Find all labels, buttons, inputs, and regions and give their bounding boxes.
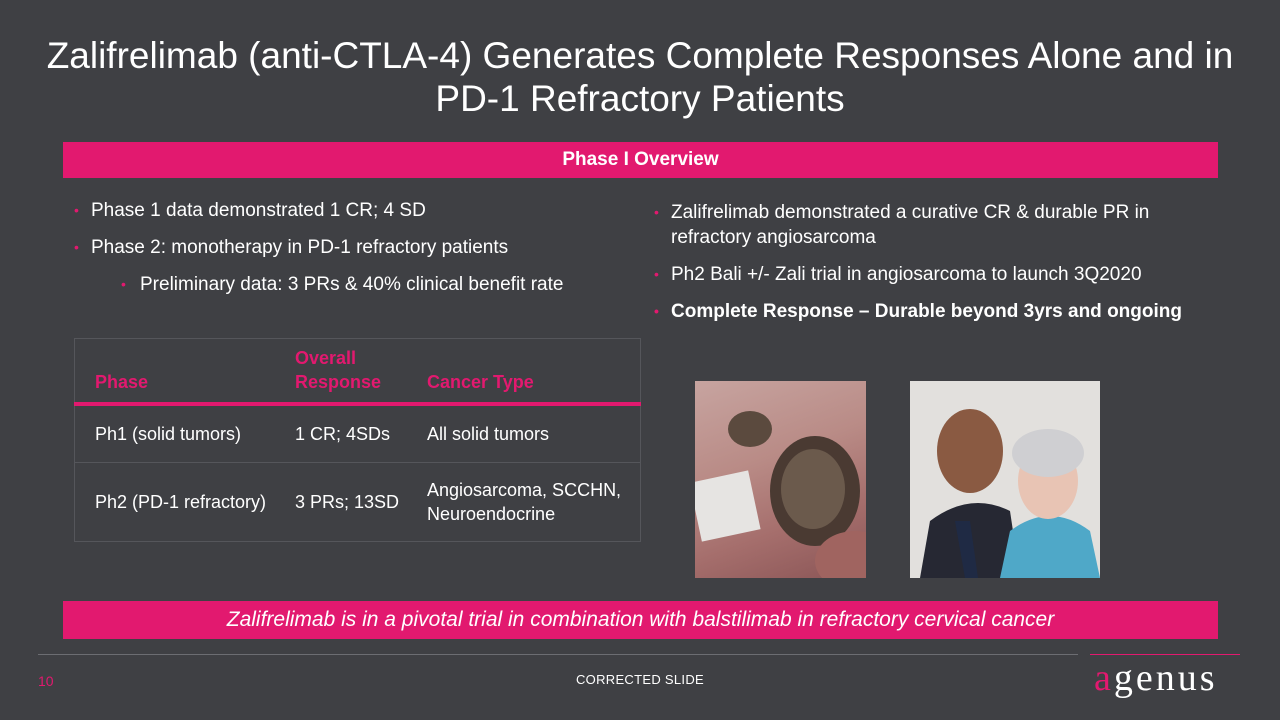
table-row: Ph1 (solid tumors) 1 CR; 4SDs All solid …: [74, 403, 641, 463]
agenus-logo: agenus: [1094, 656, 1218, 700]
sub-bullet-preliminary: Preliminary data: 3 PRs & 40% clinical b…: [72, 272, 592, 297]
logo-letter-a: a: [1094, 657, 1114, 699]
response-table: Phase Overall Response Cancer Type Ph1 (…: [74, 338, 641, 542]
cell-phase: Ph1 (solid tumors): [74, 403, 285, 463]
header-cancer-type: Cancer Type: [417, 338, 641, 406]
left-bullet-list: Phase 1 data demonstrated 1 CR; 4 SD Pha…: [72, 198, 592, 309]
phase-overview-band: Phase I Overview: [63, 142, 1218, 178]
header-phase: Phase: [74, 338, 285, 406]
footer-divider: [38, 654, 1078, 655]
bullet-complete-response: Complete Response – Durable beyond 3yrs …: [652, 299, 1227, 324]
cell-phase: Ph2 (PD-1 refractory): [74, 462, 285, 542]
pivotal-trial-band: Zalifrelimab is in a pivotal trial in co…: [63, 601, 1218, 639]
page-number: 10: [38, 673, 54, 689]
slide-title: Zalifrelimab (anti-CTLA-4) Generates Com…: [46, 35, 1234, 119]
cell-response: 3 PRs; 13SD: [285, 462, 417, 542]
corrected-slide-note: CORRECTED SLIDE: [575, 672, 705, 687]
couple-illustration: [910, 381, 1100, 578]
footer-accent-line: [1090, 654, 1240, 655]
cell-cancer-type: All solid tumors: [417, 403, 641, 463]
lesion-illustration: [695, 411, 866, 578]
bullet-ph2-trial: Ph2 Bali +/- Zali trial in angiosarcoma …: [652, 262, 1227, 287]
patient-couple-photo: [910, 381, 1100, 578]
table-header-row: Phase Overall Response Cancer Type: [74, 338, 641, 406]
header-overall-response: Overall Response: [285, 338, 417, 406]
right-bullet-list: Zalifrelimab demonstrated a curative CR …: [652, 200, 1227, 336]
logo-letters-rest: genus: [1113, 657, 1218, 699]
cell-response: 1 CR; 4SDs: [285, 403, 417, 463]
bullet-curative-cr: Zalifrelimab demonstrated a curative CR …: [652, 200, 1227, 250]
bullet-phase1: Phase 1 data demonstrated 1 CR; 4 SD: [72, 198, 592, 223]
cell-cancer-type: Angiosarcoma, SCCHN, Neuroendocrine: [417, 462, 641, 542]
angiosarcoma-lesion-photo: [695, 381, 866, 578]
table-row: Ph2 (PD-1 refractory) 3 PRs; 13SD Angios…: [74, 462, 641, 542]
bullet-phase2: Phase 2: monotherapy in PD-1 refractory …: [72, 235, 592, 260]
